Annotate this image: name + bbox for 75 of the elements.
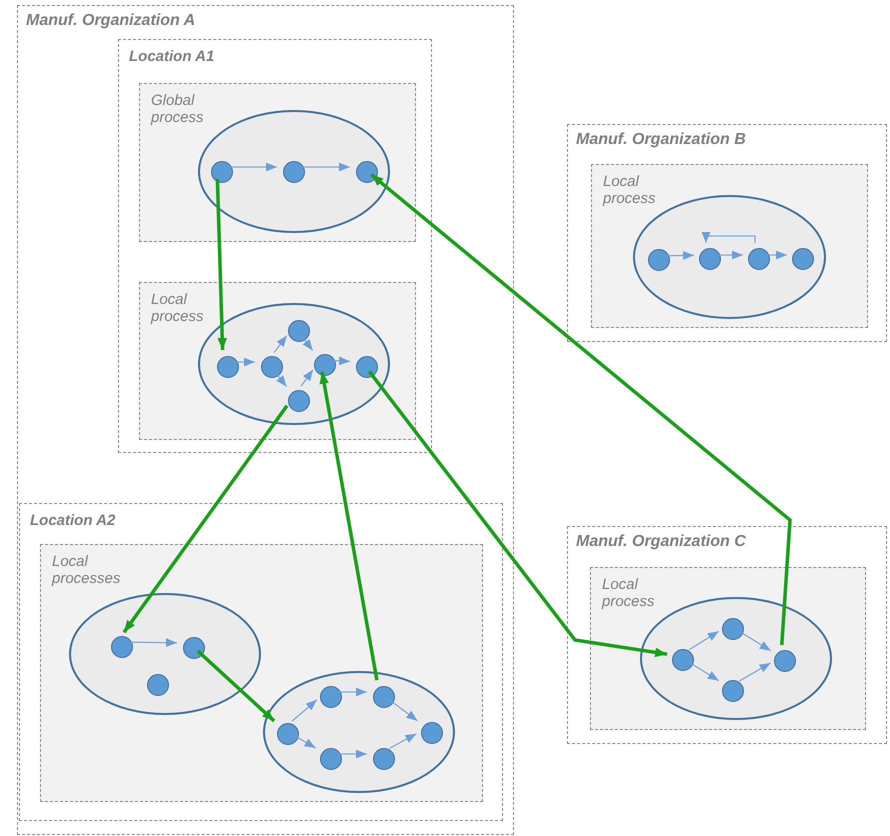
arrow — [388, 698, 418, 722]
frame-title: Location A1 — [129, 48, 214, 66]
step-circle — [699, 248, 721, 270]
arrow — [196, 650, 276, 722]
step-circle — [277, 723, 299, 745]
frame-title: Location A2 — [30, 512, 116, 530]
step-circle — [288, 320, 310, 342]
arrow — [229, 162, 277, 172]
step-circle — [111, 636, 133, 658]
step-circle — [792, 248, 814, 270]
arrow — [767, 250, 787, 260]
arrow — [370, 173, 792, 646]
step-circle — [283, 161, 305, 183]
frame-title: Manuf. Organization B — [576, 131, 746, 150]
step-circle — [356, 356, 378, 378]
arrow — [718, 250, 743, 260]
location-frame — [118, 39, 432, 453]
frame-title: Manuf. Organization A — [26, 12, 196, 30]
step-circle — [183, 637, 205, 659]
arrow — [702, 232, 756, 243]
organization-frame — [567, 526, 887, 744]
arrow — [688, 662, 720, 682]
step-circle — [421, 722, 443, 744]
arrow — [235, 358, 255, 366]
organization-frame — [567, 124, 887, 342]
arrow — [216, 178, 228, 350]
organization-frame — [17, 5, 514, 835]
step-circle — [288, 390, 310, 412]
arrow — [332, 356, 350, 366]
step-circle — [261, 356, 283, 378]
frame-title: Manuf. Organization C — [576, 533, 746, 552]
arrow — [338, 750, 367, 758]
arrow — [688, 630, 720, 650]
step-circle — [722, 618, 744, 640]
arrow — [122, 404, 288, 634]
step-circle — [356, 161, 378, 183]
arrow — [274, 335, 288, 353]
arrow — [739, 662, 771, 682]
arrow — [389, 733, 417, 749]
panel-label: Local process — [603, 173, 657, 208]
arrow — [274, 371, 287, 387]
panel-label: Local process — [602, 576, 656, 610]
process-panel — [591, 164, 868, 328]
step-circle — [373, 748, 395, 770]
step-circle — [672, 649, 694, 671]
step-circle — [147, 674, 169, 696]
step-circle — [217, 356, 239, 378]
arrow — [666, 251, 694, 260]
arrow — [292, 699, 318, 722]
step-circle — [314, 354, 336, 376]
arrow — [338, 688, 367, 696]
arrow — [301, 162, 350, 172]
panel-label: Local processes — [52, 553, 122, 588]
panel-label: Global process — [151, 92, 205, 126]
arrow — [300, 335, 314, 351]
process-panel — [139, 83, 416, 242]
location-frame — [19, 503, 503, 821]
step-circle — [211, 161, 233, 183]
step-circle — [648, 249, 670, 271]
process-panel — [40, 544, 483, 802]
arrow — [368, 370, 668, 658]
process-panel — [139, 282, 416, 440]
step-circle — [320, 686, 342, 708]
step-circle — [373, 686, 395, 708]
arrow — [300, 369, 314, 387]
step-circle — [774, 650, 796, 672]
step-circle — [722, 680, 744, 702]
arrow — [319, 372, 379, 680]
process-panel — [590, 567, 866, 730]
arrow — [293, 734, 316, 748]
panel-label: Local process — [151, 291, 205, 326]
arrow — [129, 638, 177, 648]
step-circle — [320, 748, 342, 770]
arrow — [738, 630, 772, 652]
step-circle — [748, 248, 770, 270]
